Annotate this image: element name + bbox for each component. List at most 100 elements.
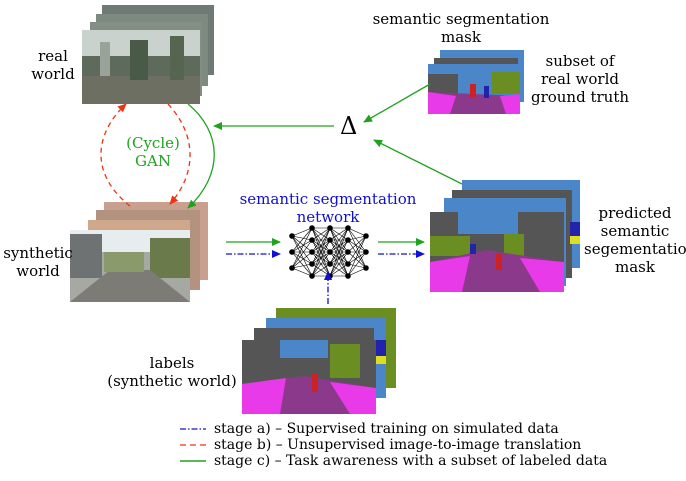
labels-line1: labels <box>149 354 195 372</box>
nn-node <box>289 233 295 239</box>
arrow-predicted-to-delta <box>373 139 463 185</box>
nn-edge <box>347 227 367 237</box>
nn-edge <box>291 227 313 269</box>
nn-edge <box>347 251 367 265</box>
legend-item-stage-a: stage a) – Supervised training on simula… <box>206 421 559 437</box>
nn-edge <box>311 263 331 277</box>
cycle-gan-label: (Cycle) GAN <box>118 134 188 170</box>
legend-item-stage-c: stage c) – Task awareness with a subset … <box>206 453 607 469</box>
real-world-label-line1: real <box>38 47 68 65</box>
nn-edge <box>329 239 349 277</box>
nn-node <box>345 225 351 231</box>
nn-edge <box>347 235 367 277</box>
predicted-line3: segementation <box>584 240 686 258</box>
legend-item-stage-b: stage b) – Unsupervised image-to-image t… <box>206 437 581 453</box>
nn-edge <box>329 227 349 265</box>
cycle-arc-real-to-synthetic-dashed <box>167 103 191 205</box>
arrow-gt-to-delta <box>363 83 431 123</box>
nn-edge <box>347 235 367 265</box>
subset-gt-line3: ground truth <box>530 88 630 106</box>
labels-synthetic-label: labels (synthetic world) <box>104 354 240 390</box>
gan-arc-real-to-synthetic <box>187 103 215 209</box>
nn-node <box>363 249 369 255</box>
subset-gt-line1: subset of <box>545 52 615 70</box>
nn-node <box>327 261 333 267</box>
nn-edge <box>347 239 367 269</box>
nn-node <box>327 237 333 243</box>
network-label-line1: semantic segmentation <box>239 190 417 208</box>
legend-text-stage-c: stage c) – Task awareness with a subset … <box>214 453 608 469</box>
semantic-mask-label-line1: semantic segmentation <box>372 10 550 28</box>
nn-edge <box>291 251 313 265</box>
predicted-mask-stack <box>430 180 580 292</box>
nn-edge <box>311 227 331 253</box>
cycle-gan-line2: GAN <box>135 152 171 170</box>
semantic-mask-label: semantic segmentation mask <box>372 10 550 46</box>
nn-edge <box>291 251 313 269</box>
nn-node <box>345 261 351 267</box>
neural-network-graph <box>289 225 369 279</box>
nn-edge <box>311 227 331 241</box>
nn-edge <box>291 251 313 277</box>
nn-edge <box>347 235 367 253</box>
nn-node <box>345 249 351 255</box>
nn-edge <box>347 267 367 277</box>
nn-edge <box>347 227 367 269</box>
nn-edge <box>291 235 313 265</box>
subset-ground-truth-label: subset of real world ground truth <box>528 52 632 106</box>
predicted-line4: mask <box>615 258 655 276</box>
nn-node <box>327 225 333 231</box>
nn-node <box>345 237 351 243</box>
delta-symbol: Δ <box>340 112 358 140</box>
network-label: semantic segmentation network <box>234 190 422 226</box>
nn-edge <box>311 227 331 265</box>
nn-edge <box>291 239 313 269</box>
synthetic-world-label: synthetic world <box>2 244 74 280</box>
nn-edge <box>291 227 313 253</box>
nn-edge <box>291 235 313 277</box>
nn-edge <box>347 235 367 241</box>
nn-edge <box>329 227 349 241</box>
nn-node <box>309 273 315 279</box>
nn-edge <box>291 235 313 241</box>
nn-edge <box>311 251 331 277</box>
nn-node <box>345 273 351 279</box>
semantic-mask-label-line2: mask <box>441 28 481 46</box>
nn-node <box>289 265 295 271</box>
nn-node <box>363 233 369 239</box>
nn-edge <box>347 251 367 277</box>
nn-edge <box>347 239 367 253</box>
legend-text-stage-a: stage a) – Supervised training on simula… <box>214 421 559 437</box>
cycle-gan-line1: (Cycle) <box>126 134 180 152</box>
nn-edge <box>311 227 331 277</box>
nn-edge <box>329 251 349 277</box>
predicted-line2: semantic <box>600 222 670 240</box>
labels-line2: (synthetic world) <box>107 372 237 390</box>
nn-edge <box>347 263 367 269</box>
gt-mask-stack <box>428 50 524 114</box>
nn-node <box>309 225 315 231</box>
nn-edge <box>347 227 367 253</box>
nn-node <box>309 237 315 243</box>
synthetic-world-line1: synthetic <box>3 244 73 262</box>
synthetic-world-line2: world <box>16 262 60 280</box>
nn-edge <box>291 239 313 253</box>
nn-node <box>289 249 295 255</box>
nn-edge <box>347 251 367 269</box>
nn-edge <box>291 227 313 237</box>
legend-text-stage-b: stage b) – Unsupervised image-to-image t… <box>214 437 582 453</box>
subset-gt-line2: real world <box>541 70 619 88</box>
nn-node <box>363 265 369 271</box>
nn-node <box>327 249 333 255</box>
predicted-mask-label: predicted semantic segementation mask <box>584 204 686 276</box>
network-label-line2: network <box>296 208 360 226</box>
nn-edge <box>311 239 331 277</box>
nn-node <box>309 261 315 267</box>
synthetic-labels-stack <box>242 308 396 414</box>
nn-edge <box>329 227 349 253</box>
nn-edge <box>291 235 313 253</box>
predicted-line1: predicted <box>598 204 672 222</box>
nn-edge <box>291 263 313 269</box>
